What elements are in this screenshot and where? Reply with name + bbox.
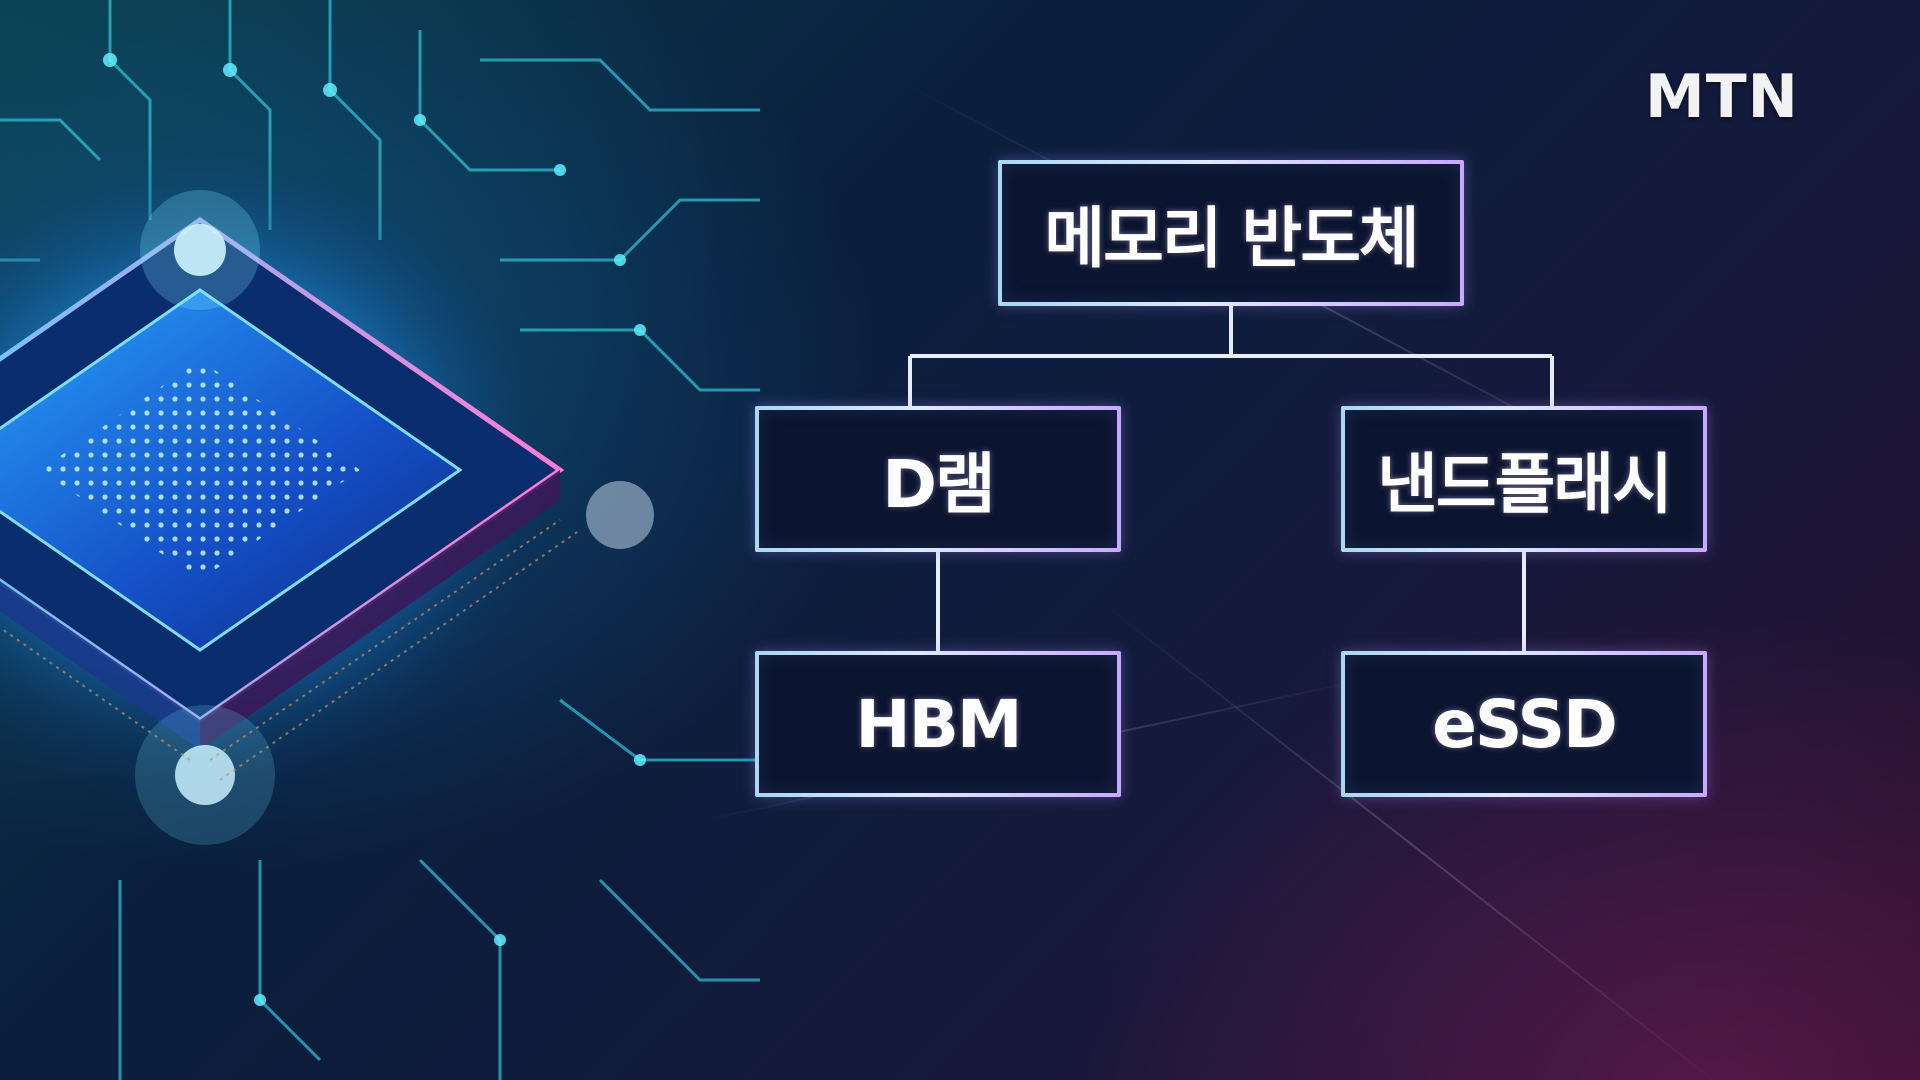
node-label: 메모리 반도체	[1044, 200, 1419, 277]
trace-nodes	[103, 53, 646, 1006]
node-label: eSSD	[1432, 685, 1618, 763]
node-label: 낸드플래시	[1377, 446, 1673, 523]
node-nand-flash: 낸드플래시	[1341, 406, 1707, 552]
node-essd: eSSD	[1341, 651, 1707, 797]
node-memory-semiconductor: 메모리 반도체	[998, 160, 1464, 306]
chip-illustration-icon	[0, 0, 760, 1080]
mtn-logo: MTN	[1645, 62, 1799, 132]
chip-pins	[0, 519, 581, 781]
node-dram: D램	[755, 406, 1121, 552]
node-label: D램	[882, 446, 996, 523]
node-label: HBM	[855, 685, 1022, 763]
node-hbm: HBM	[755, 651, 1121, 797]
circuit-traces	[0, 0, 760, 1080]
